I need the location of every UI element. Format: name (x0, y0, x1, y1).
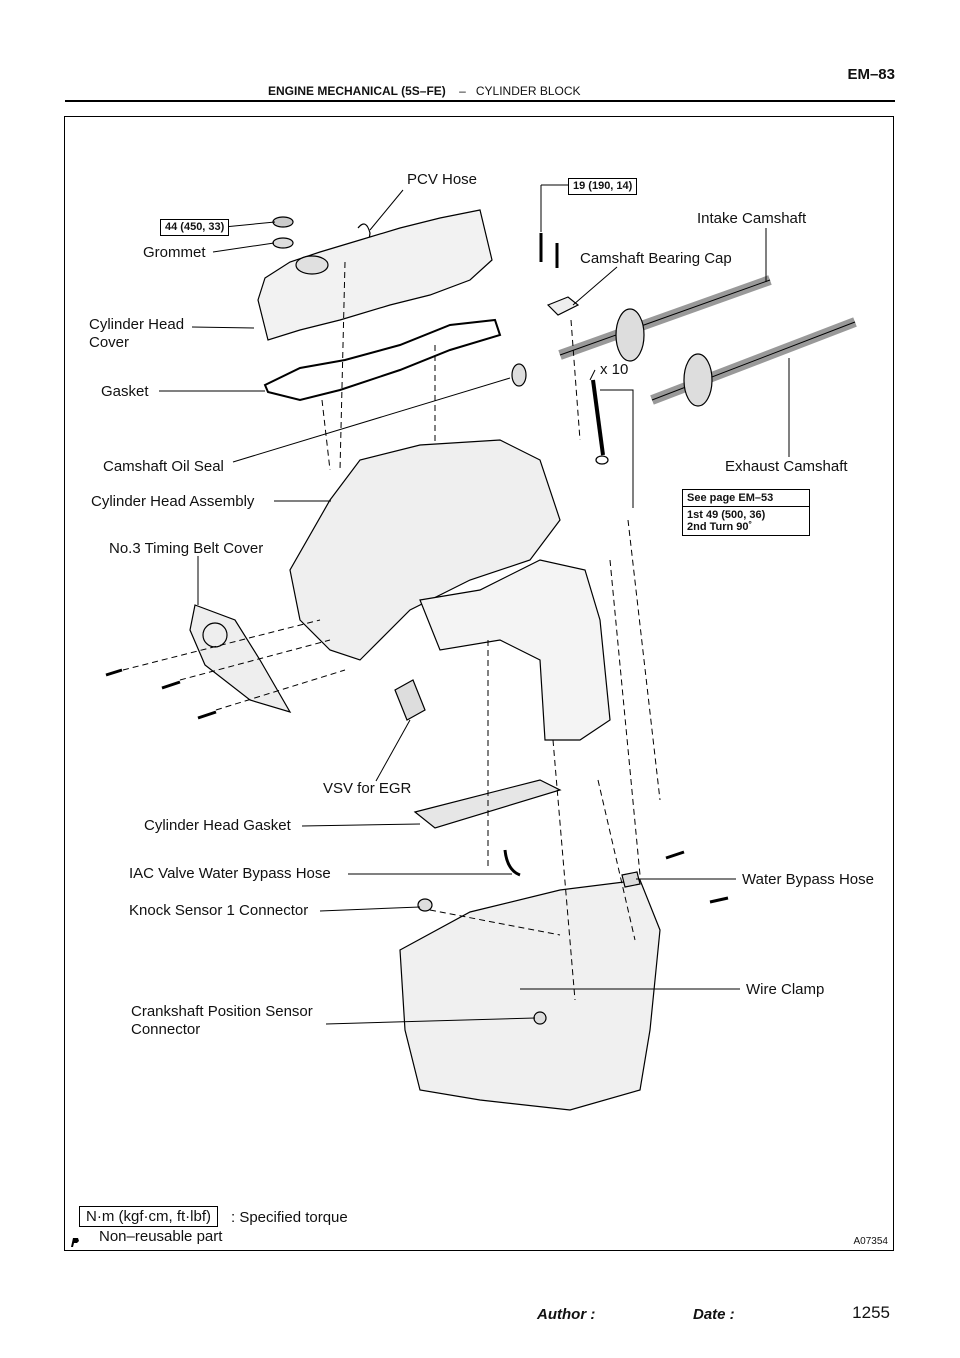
label-crankshaft-position-sensor-line2: Connector (131, 1021, 201, 1038)
leader-head-bolt-torque (600, 389, 634, 508)
head-bolt-step2: 2nd Turn 90˚ (687, 521, 753, 533)
label-cylinder-head-gasket: Cylinder Head Gasket (144, 817, 291, 834)
label-no3-timing-belt-cover: No.3 Timing Belt Cover (109, 540, 264, 557)
leader-head-cover (191, 326, 255, 329)
legend-torque-desc: : Specified torque (231, 1209, 348, 1226)
label-knock-sensor-1-connector: Knock Sensor 1 Connector (129, 902, 309, 919)
non-reusable-icon (71, 1238, 79, 1247)
legend-non-reusable: Non–reusable part (99, 1228, 223, 1245)
iac-hose-shape (503, 849, 521, 877)
leader-grommet (212, 242, 275, 253)
label-exhaust-camshaft: Exhaust Camshaft (725, 458, 848, 475)
cylinder-head-shape (289, 439, 561, 661)
label-intake-camshaft: Intake Camshaft (697, 210, 807, 227)
cover-gasket-shape (263, 318, 502, 402)
exhaust-cam-gear-shape (683, 353, 713, 407)
label-crankshaft-position-sensor-line1: Crankshaft Position Sensor (131, 1003, 313, 1020)
head-bolt-shape (591, 379, 605, 456)
leader-x10 (589, 369, 596, 381)
head-bolt-step1: 1st 49 (500, 36) (687, 509, 766, 521)
oil-filler-cap-shape (295, 255, 329, 275)
page-number: 1255 (852, 1303, 890, 1322)
leader-bearing-cap (572, 266, 618, 306)
intake-cam-gear-shape (615, 308, 645, 362)
leader-head-gasket (301, 823, 421, 827)
footer-date: Date : (693, 1306, 735, 1323)
label-cylinder-head-assembly: Cylinder Head Assembly (91, 493, 255, 510)
label-grommet: Grommet (143, 244, 206, 261)
vsv-shape (394, 679, 426, 721)
section-title: ENGINE MECHANICAL (5S–FE) – CYLINDER BLO… (268, 84, 581, 98)
label-wire-clamp: Wire Clamp (746, 981, 825, 998)
pcv-hose-shape (357, 223, 371, 264)
torque-box-grommet: 44 (450, 33) (160, 219, 230, 236)
header-separator: – (459, 84, 466, 98)
label-pcv-hose: PCV Hose (407, 171, 478, 188)
leader-grommet-torque (223, 221, 276, 228)
subsection-name: CYLINDER BLOCK (475, 84, 581, 98)
header-rule (65, 100, 895, 102)
label-cylinder-head-cover-line1: Cylinder Head (89, 316, 185, 333)
head-bolt-reference: See page EM–53 (683, 490, 809, 507)
grommet-top-shape (272, 216, 294, 228)
timing-belt-cover-shape (189, 604, 292, 714)
label-iac-valve-water-bypass-hose: IAC Valve Water Bypass Hose (129, 865, 331, 882)
leader-knock-sensor (319, 906, 421, 912)
label-gasket: Gasket (101, 383, 149, 400)
intake-manifold-shape (419, 559, 611, 741)
torque-box-bearing-cap: 19 (190, 14) (568, 178, 638, 195)
cylinder-block-shape (399, 879, 661, 1111)
water-bypass-shape (621, 871, 641, 888)
crank-sensor-connector-shape (533, 1011, 547, 1025)
label-water-bypass-hose: Water Bypass Hose (742, 871, 874, 888)
label-cylinder-head-cover-line2: Cover (89, 334, 130, 351)
label-x10: x 10 (600, 361, 629, 378)
figure-frame (64, 116, 894, 1251)
label-camshaft-oil-seal: Camshaft Oil Seal (103, 458, 224, 475)
section-name: ENGINE MECHANICAL (5S–FE) (268, 84, 446, 98)
label-camshaft-bearing-cap: Camshaft Bearing Cap (580, 250, 732, 267)
grommet-shape (272, 237, 294, 249)
cylinder-head-cover-shape (257, 209, 493, 341)
legend-torque-unit: N·m (kgf·cm, ft·lbf) (79, 1206, 218, 1227)
figure-id: A07354 (853, 1236, 888, 1247)
footer-author: Author : (537, 1306, 596, 1323)
oil-seal-shape (511, 363, 527, 387)
bearing-cap-shape (546, 296, 580, 316)
page-code: EM–83 (847, 66, 895, 83)
torque-box-head-bolt: See page EM–53 1st 49 (500, 36) 2nd Turn… (682, 489, 810, 536)
leader-oil-seal (232, 377, 511, 463)
leader-pcv-hose (369, 189, 404, 231)
label-vsv-for-egr: VSV for EGR (323, 780, 412, 797)
leader-crank-sensor (325, 1017, 536, 1025)
leader-vsv (375, 719, 411, 782)
knock-sensor-connector-shape (417, 898, 433, 912)
